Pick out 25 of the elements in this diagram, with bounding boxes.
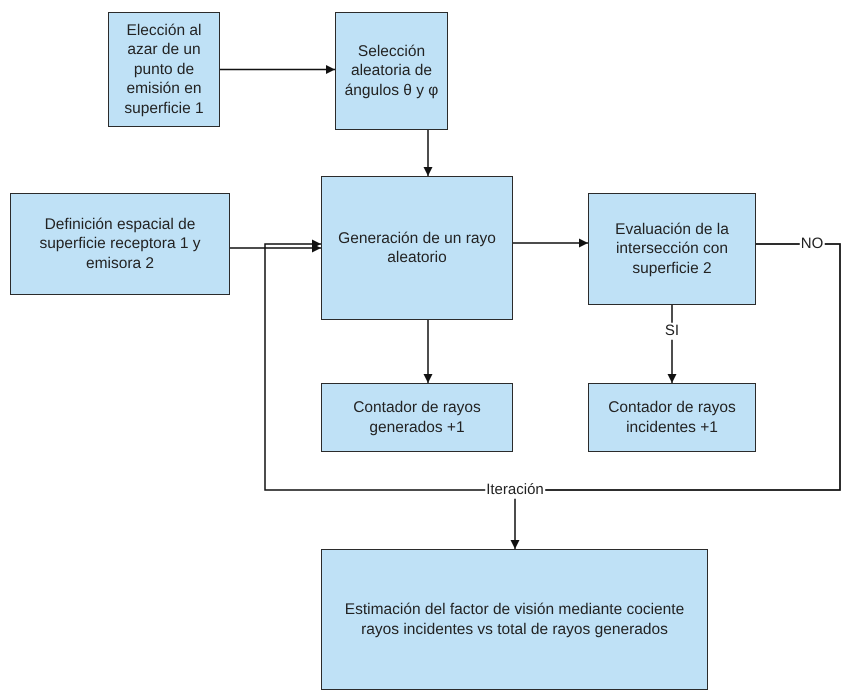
box-text: Generación de un rayo aleatorio: [337, 228, 497, 268]
box-text: Elección al azar de un punto de emisión en superficie 1: [123, 21, 205, 118]
box-text: Contador de rayos incidentes +1: [607, 398, 737, 437]
process-box: [108, 12, 220, 127]
arrow: [220, 65, 335, 74]
arrow: [424, 130, 432, 176]
process-box: [10, 193, 230, 295]
edge-label: SI: [664, 322, 680, 340]
process-box: [321, 549, 708, 690]
box-text: Selección aleatoria de ángulos θ y φ: [344, 42, 440, 100]
process-box: [321, 383, 513, 452]
process-box: [321, 176, 513, 320]
box-text: Evaluación de la intersección con superficie 2: [614, 220, 730, 278]
box-text: Definición espacial de superficie receptora 1 y emisora 2: [38, 214, 202, 274]
process-box: [588, 193, 756, 305]
box-text: Estimación del factor de visión mediante cociente rayos incidentes vs total de rayos generados: [344, 600, 686, 639]
arrow: [513, 238, 588, 248]
arrow: [424, 320, 432, 383]
process-box: [335, 12, 448, 130]
arrow: [668, 305, 676, 383]
process-box: [588, 383, 756, 452]
box-text: Contador de rayos generados +1: [352, 398, 482, 437]
arrow: [510, 243, 841, 549]
edge-label: Iteración: [485, 482, 545, 498]
arrow: [230, 244, 321, 252]
